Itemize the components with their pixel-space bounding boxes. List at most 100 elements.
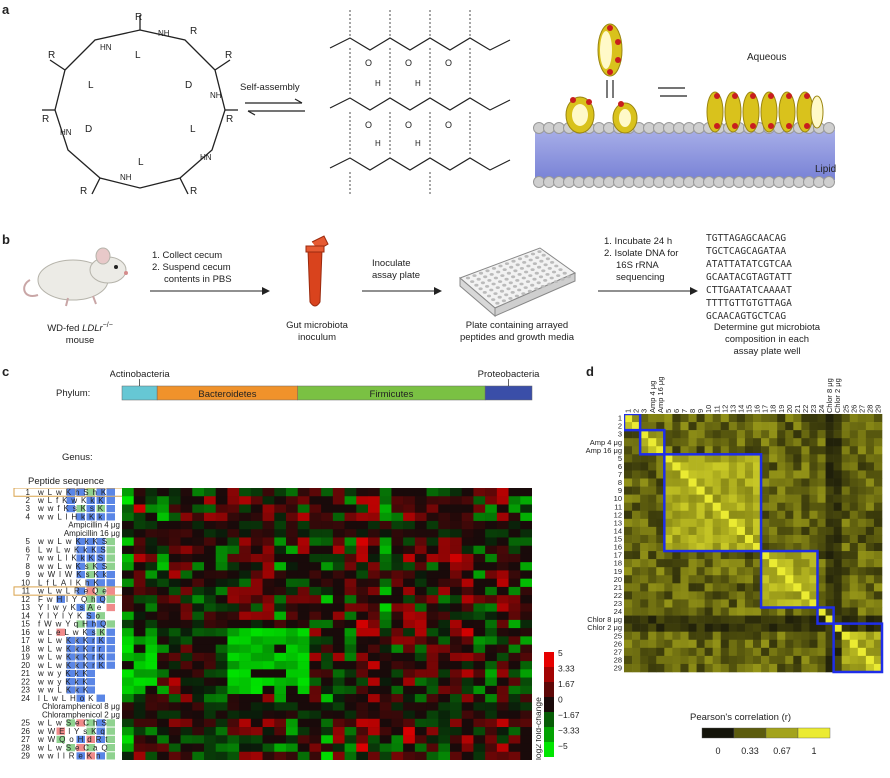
heatmap-cell	[168, 652, 181, 662]
heatmap-cell	[485, 603, 498, 612]
heatmap-cell	[426, 652, 439, 662]
correlation-cell	[777, 510, 786, 520]
correlation-cell	[744, 422, 754, 431]
heatmap-cell	[239, 685, 252, 695]
mouse-word: mouse	[65, 335, 95, 347]
heatmap-cell	[309, 488, 322, 497]
heatmap-cell	[262, 619, 275, 629]
correlation-cell	[857, 494, 867, 503]
correlation-cell	[672, 551, 681, 560]
heatmap-cell	[344, 595, 357, 604]
well	[528, 258, 533, 262]
correlation-cell	[833, 551, 842, 560]
well	[474, 283, 479, 287]
well	[550, 261, 555, 264]
peptide-sequence: LwLwKkKS	[38, 545, 110, 554]
residue-highlight	[76, 719, 85, 727]
lipid-head	[553, 122, 565, 134]
heatmap-cell	[157, 661, 170, 670]
correlation-cell	[761, 494, 770, 503]
correlation-cell	[857, 478, 867, 487]
heatmap-cell	[192, 677, 205, 687]
correlation-cell	[624, 567, 633, 576]
heatmap-cell	[414, 504, 427, 514]
correlation-cell	[744, 430, 754, 439]
heatmap-cell	[403, 669, 416, 678]
heatmap-cell	[356, 743, 369, 753]
correlation-col-label: Chlor 2 μg	[833, 378, 842, 413]
heatmap-cell	[438, 743, 451, 753]
heatmap-cell	[403, 529, 416, 538]
heatmap-cell	[133, 537, 146, 546]
heatmap-cell	[168, 520, 181, 530]
correlation-cell	[728, 575, 738, 584]
heatmap-cell	[192, 603, 205, 612]
heatmap-cell	[414, 669, 427, 678]
heatmap-cell	[438, 595, 451, 604]
correlation-cell	[793, 543, 802, 552]
correlation-cell	[785, 470, 794, 479]
peptide-sequence: wLwKkKrK	[37, 636, 108, 645]
correlation-cell	[857, 526, 867, 536]
residue-highlight	[86, 537, 95, 546]
correlation-cell	[680, 518, 689, 528]
heatmap-cell	[485, 611, 498, 621]
inoculate-2: assay plate	[372, 270, 421, 281]
correlation-cell	[809, 623, 818, 632]
lipid-head	[543, 122, 555, 134]
heatmap-cell	[180, 735, 193, 744]
heatmap-cell	[274, 677, 287, 687]
heatmap-cell	[262, 562, 275, 571]
heatmap-cell	[133, 496, 146, 505]
correlation-cell	[712, 599, 722, 608]
heatmap-cell	[473, 619, 486, 629]
well	[554, 264, 559, 268]
heatmap-cell	[133, 727, 146, 736]
heatmap-cell	[344, 504, 357, 514]
highlighted-row	[13, 586, 122, 596]
correlation-cell	[865, 414, 875, 423]
sequence-line: TTTTGTTGTGTTAGA	[706, 298, 792, 309]
correlation-cell	[688, 599, 697, 608]
correlation-cell	[680, 607, 689, 616]
correlation-cell	[648, 591, 657, 600]
correlation-cell	[664, 526, 673, 536]
heatmap-cell	[145, 694, 158, 703]
correlation-cell	[873, 567, 883, 576]
heatmap-cell	[204, 669, 217, 678]
well	[541, 269, 546, 273]
correlation-cell	[833, 438, 842, 447]
correlation-cell	[777, 470, 786, 479]
heatmap-cell	[391, 520, 404, 530]
correlation-cell	[696, 414, 705, 423]
heatmap-cell	[262, 628, 275, 637]
heatmap-cell	[215, 702, 228, 711]
heatmap-cell	[368, 603, 381, 612]
gut-caption-2: inoculum	[297, 332, 337, 343]
heatmap-cell	[379, 694, 392, 703]
heatmap-cell	[262, 677, 275, 687]
colorbar-tick: 0	[715, 746, 720, 756]
residue-highlight	[106, 645, 115, 653]
correlation-cell	[841, 639, 851, 649]
correlation-row-label: 21	[614, 583, 622, 592]
heatmap-cell	[403, 735, 416, 744]
well	[476, 277, 481, 281]
correlation-cell	[680, 551, 689, 560]
heatmap-cell	[496, 578, 509, 588]
heatmap-cell	[414, 512, 427, 522]
correlation-cell	[736, 446, 746, 455]
correlation-cell	[817, 663, 826, 673]
heatmap-cell	[192, 669, 205, 678]
heatmap-cell	[368, 586, 381, 596]
heatmap-cell	[180, 562, 193, 571]
heatmap-cell	[473, 496, 486, 505]
correlation-cell	[849, 414, 859, 423]
correlation-cell	[761, 647, 770, 657]
heatmap-cell	[461, 628, 474, 637]
correlation-cell	[801, 631, 810, 641]
correlation-cell	[825, 478, 834, 487]
lipid-head	[763, 176, 775, 188]
well	[537, 265, 542, 269]
heatmap-cell	[145, 735, 158, 744]
